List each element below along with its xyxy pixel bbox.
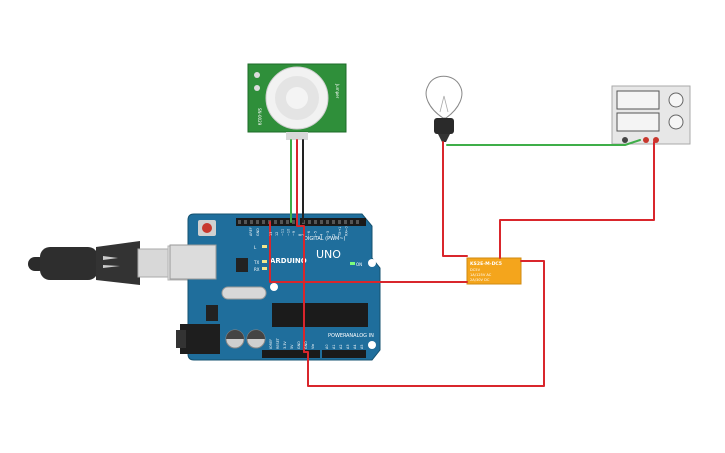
relay-dc-rating: 2A/30V DC (470, 278, 490, 282)
pin-label-power: GND (304, 341, 308, 349)
pin-label-power: RESET (276, 337, 280, 349)
power-jack (180, 324, 220, 354)
pin-label-analog: A3 (346, 345, 350, 349)
digital-header-label: DIGITAL (PWM~) (304, 236, 346, 242)
pin-label-analog: A0 (325, 345, 329, 349)
pin-label-digital: 8 (298, 234, 302, 236)
pin-label-digital: ~10 (286, 229, 290, 236)
pin-label-digital: 7 (301, 234, 305, 236)
pin-label-gnd: GND (256, 228, 260, 236)
relay-coil-label: DC5V (470, 268, 481, 272)
pin-label-digital: 12 (275, 232, 279, 236)
relay-ac-rating: 1A/125V AC (470, 273, 492, 277)
relay-model-label: KS2E-M-DC5 (470, 261, 502, 267)
pin-label-digital: ~11 (281, 229, 285, 236)
tx-label: TX (253, 260, 259, 265)
wire-relay-loop[interactable] (303, 260, 545, 387)
pir-sensor[interactable]: SN-0029 Jumper (247, 63, 347, 140)
pin-label-power: Vin (311, 344, 315, 349)
pin-label-digital: ~9 (292, 231, 296, 236)
wire-bulb-to-relay[interactable] (442, 141, 468, 257)
power-supply[interactable] (611, 85, 691, 145)
pin-label-analog: A2 (339, 345, 343, 349)
pin-label-analog: A1 (332, 345, 336, 349)
power-label: POWER (328, 333, 347, 339)
light-bulb[interactable] (425, 75, 463, 142)
wire-bulb-to-supply[interactable] (446, 139, 641, 146)
wire-relay-to-supply[interactable] (499, 141, 655, 259)
pin-label-analog: A5 (360, 345, 364, 349)
pir-left-label: SN-0029 (257, 108, 262, 126)
wire-arduino-to-relay[interactable] (269, 221, 468, 283)
pin-label-digital: 2 (332, 234, 336, 236)
pin-label-digital: 4 (320, 234, 324, 236)
analog-in-label: ANALOG IN (346, 333, 374, 339)
on-led-label: ON (356, 262, 362, 267)
pin-label-power: 3.3V (283, 341, 287, 349)
pin-label-power: IOREF (269, 339, 273, 349)
relay[interactable]: KS2E-M-DC5 DC5V 1A/125V AC 2A/30V DC (466, 257, 522, 285)
pin-label-digital: ~6 (307, 231, 311, 236)
pin-label-aref: AREF (249, 227, 253, 236)
pin-label-power: 5V (290, 344, 294, 349)
rx-label: RX (254, 267, 260, 272)
pir-right-label: Jumper (335, 83, 340, 99)
arduino-uno-board[interactable]: ARDUINO UNO DIGITAL (PWM~) POWER ANALOG … (169, 213, 381, 361)
pin-label-power: GND (297, 341, 301, 349)
l-led-label: L (254, 245, 257, 250)
pin-label-analog: A4 (353, 345, 357, 349)
wire-pir-vcc[interactable] (296, 139, 305, 353)
pin-label-digital: TX→1 (338, 227, 342, 237)
arduino-brand-label: ARDUINO (270, 257, 307, 265)
arduino-model-label: UNO (316, 248, 341, 261)
pin-label-digital: RX←0 (344, 226, 348, 236)
usb-jack (169, 244, 217, 280)
pin-label-digital: 13 (269, 232, 273, 236)
pin-label-digital: ~5 (313, 231, 317, 236)
atmega-chip (272, 303, 368, 327)
pin-label-digital: ~3 (326, 231, 330, 236)
